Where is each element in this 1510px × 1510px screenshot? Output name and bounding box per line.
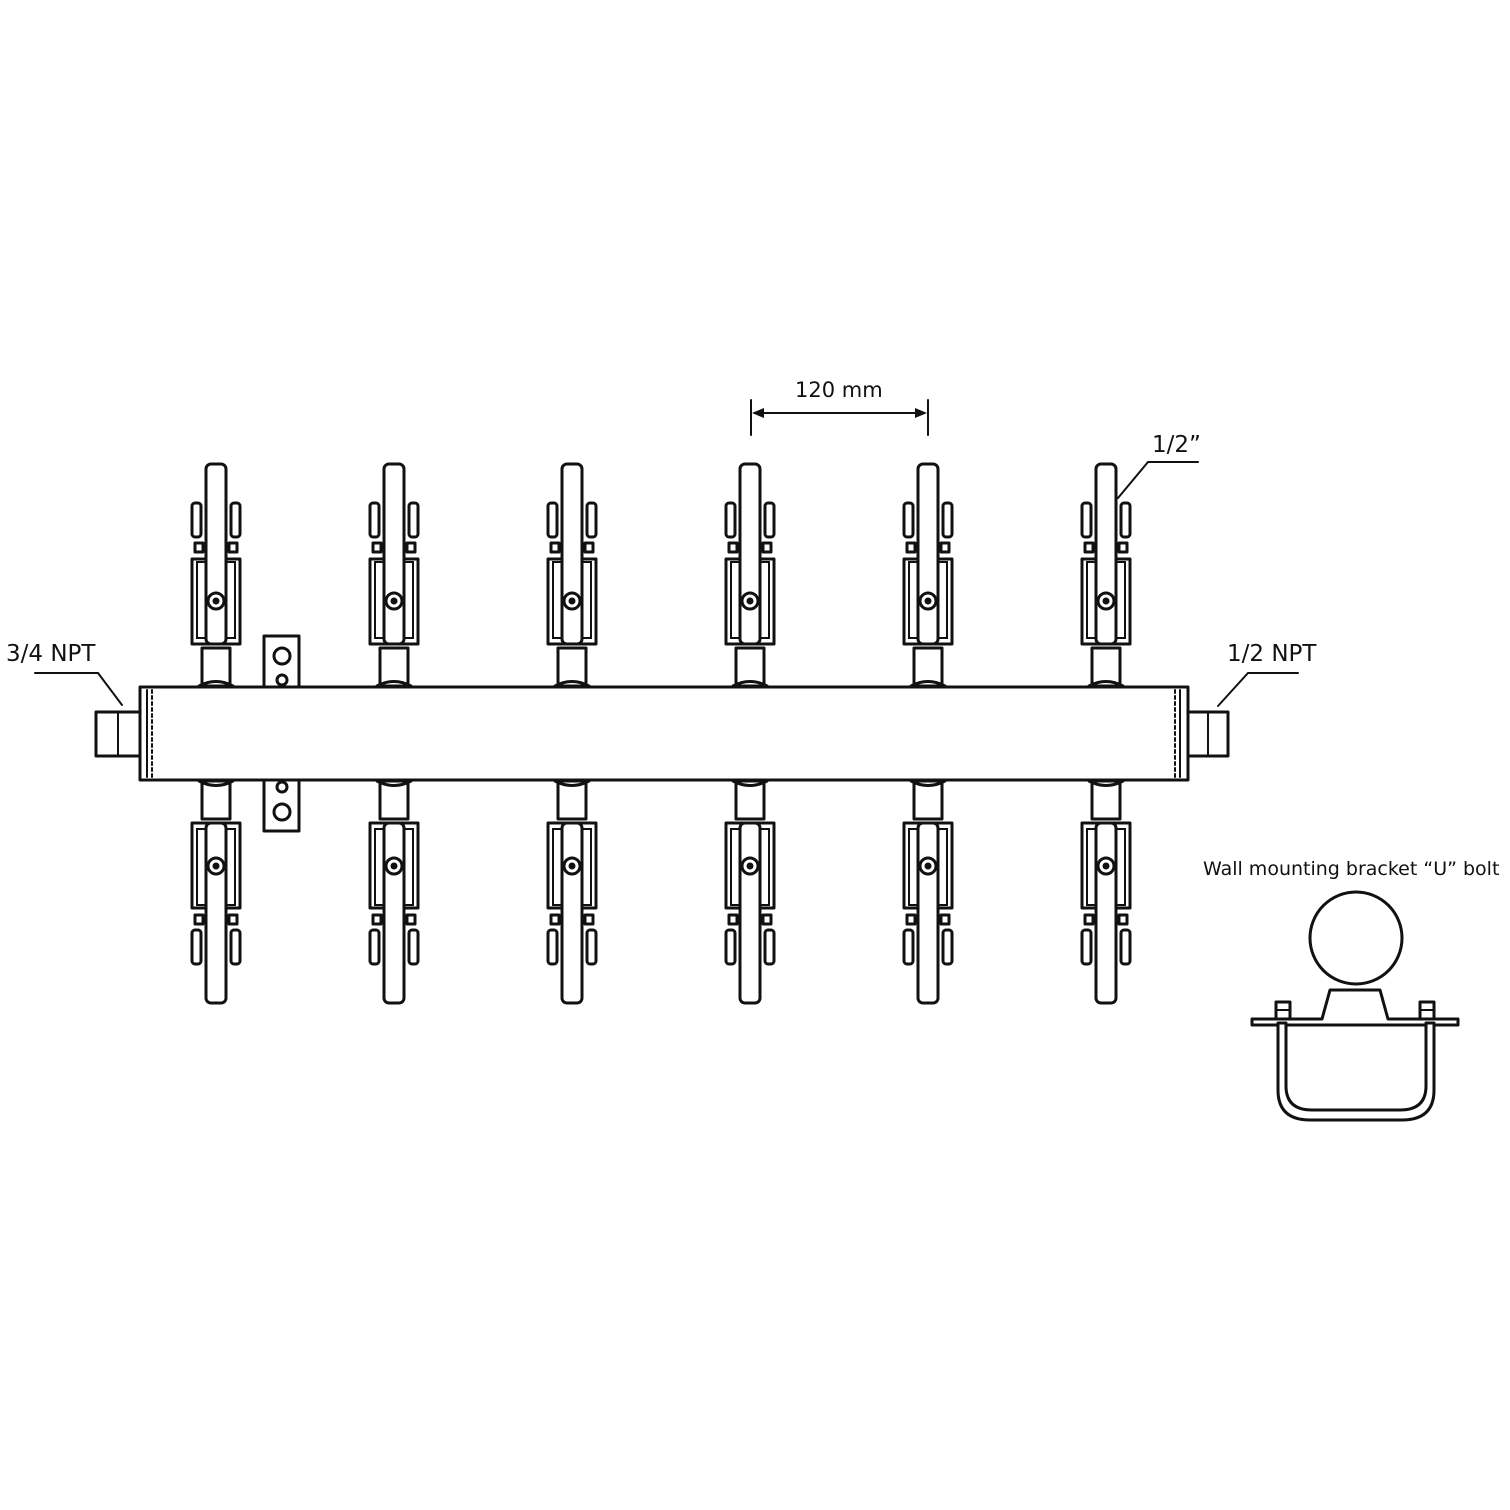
outlet-size-leader (1117, 461, 1199, 499)
top-valve-2 (368, 462, 420, 688)
top-valve-6 (1080, 462, 1132, 688)
bottom-valve-1 (190, 779, 242, 1005)
spacing-dimension (750, 399, 929, 436)
top-valve-4 (724, 462, 776, 688)
outlet-size-label: 1/2” (1152, 432, 1201, 458)
outlet-nipple (1186, 710, 1230, 758)
spacing-label: 120 mm (795, 378, 883, 402)
manifold-header-pipe (138, 685, 1190, 782)
top-valve-3 (546, 462, 598, 688)
inlet-nipple (94, 710, 142, 758)
top-valves (190, 462, 1132, 688)
bracket-label: Wall mounting bracket “U” bolt (1203, 858, 1500, 880)
inlet-label: 3/4 NPT (6, 641, 96, 667)
inlet-leader (34, 672, 123, 706)
bottom-valves (190, 779, 1132, 1005)
top-valve-1 (190, 462, 242, 688)
bottom-valve-6 (1080, 779, 1132, 1005)
bottom-valve-3 (546, 779, 598, 1005)
bottom-valve-4 (724, 779, 776, 1005)
bottom-valve-2 (368, 779, 420, 1005)
u-bolt-bracket-detail (1250, 890, 1460, 1122)
outlet-leader (1217, 672, 1299, 707)
mounting-plate-bottom (262, 778, 301, 833)
top-valve-5 (902, 462, 954, 688)
mounting-plate-top (262, 634, 301, 689)
bottom-valve-5 (902, 779, 954, 1005)
outlet-label: 1/2 NPT (1227, 641, 1317, 667)
